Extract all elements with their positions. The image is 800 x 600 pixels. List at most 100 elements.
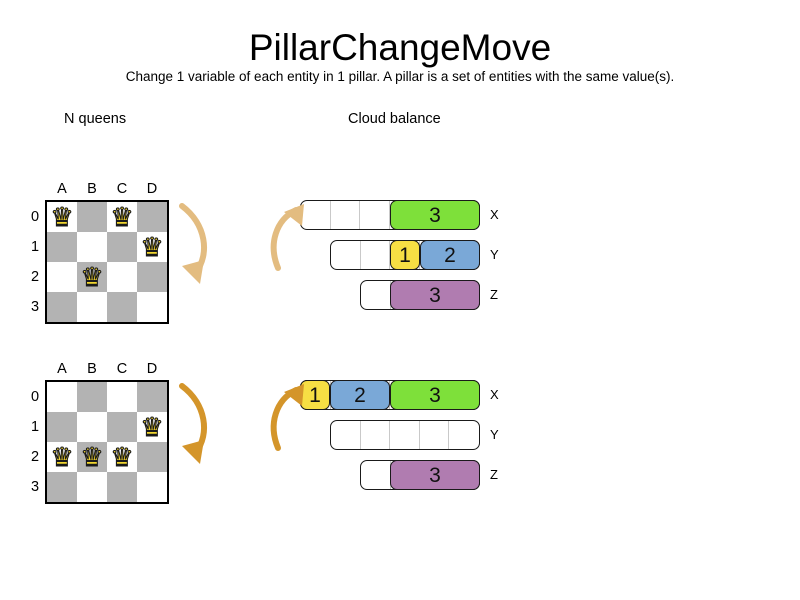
board-column-label: C (116, 361, 128, 377)
board-cell[interactable]: ♛ (77, 262, 107, 292)
queen-icon: ♛ (110, 202, 134, 232)
board-row-label: 3 (30, 479, 40, 495)
board-column-label: C (116, 181, 128, 197)
queen-icon: ♛ (80, 262, 104, 292)
cloud-bar-unit (331, 241, 361, 269)
board-cell[interactable] (137, 262, 167, 292)
board-column-label: B (87, 181, 97, 197)
board-cell[interactable]: ♛ (137, 412, 167, 442)
queen-icon: ♛ (50, 442, 74, 472)
cloud-computer-bar: 3 (300, 200, 480, 230)
cloud-process-segment[interactable]: 1 (390, 240, 420, 270)
board-row-label: 2 (30, 449, 40, 465)
board-cell[interactable] (137, 472, 167, 502)
board-cell[interactable] (77, 412, 107, 442)
board-column-label: A (57, 181, 67, 197)
cloud-bar-label: Z (490, 287, 498, 302)
queen-icon: ♛ (140, 232, 164, 262)
board-cell[interactable] (47, 292, 77, 322)
queens-move-arrow-bottom (179, 383, 208, 464)
cloud-computer-bar (330, 420, 480, 450)
cloud-process-segment[interactable]: 3 (390, 280, 480, 310)
cloud-process-segment[interactable]: 2 (420, 240, 480, 270)
board-cell[interactable]: ♛ (107, 442, 137, 472)
board-cell[interactable] (107, 262, 137, 292)
cloud-bar-unit (331, 421, 361, 449)
cloud-process-segment[interactable]: 3 (390, 380, 480, 410)
board-cell[interactable] (137, 292, 167, 322)
board-cell[interactable] (137, 442, 167, 472)
cloud-bar-label: Y (490, 247, 499, 262)
board-cell[interactable]: ♛ (107, 202, 137, 232)
section-header-n-queens: N queens (64, 111, 127, 127)
queen-icon: ♛ (80, 442, 104, 472)
cloud-computer-bar: 3 (360, 280, 480, 310)
cloud-bar-unit (449, 421, 479, 449)
cloud-bar-unit (361, 461, 391, 489)
board-cell[interactable] (77, 232, 107, 262)
cloud-process-segment[interactable]: 2 (330, 380, 390, 410)
cloud-bar-label: Z (490, 467, 498, 482)
board-cell[interactable] (107, 382, 137, 412)
cloud-bar-label: X (490, 207, 499, 222)
cloud-bar-unit (361, 241, 391, 269)
board-cell[interactable] (47, 262, 77, 292)
board-cell[interactable] (107, 232, 137, 262)
cloud-bar-unit (361, 281, 391, 309)
board-cell[interactable] (47, 382, 77, 412)
board-cell[interactable] (107, 292, 137, 322)
board-row-label: 1 (30, 419, 40, 435)
board-cell[interactable] (77, 292, 107, 322)
board-column-label: D (146, 361, 158, 377)
section-header-cloud-balance: Cloud balance (348, 111, 441, 127)
board-grid: ♛♛♛♛ (47, 382, 167, 502)
board-cell[interactable]: ♛ (77, 442, 107, 472)
cloud-bar-track (330, 420, 480, 450)
queen-icon: ♛ (50, 202, 74, 232)
board-row-label: 1 (30, 239, 40, 255)
board-cell[interactable]: ♛ (137, 232, 167, 262)
board-cell[interactable] (77, 382, 107, 412)
board-cell[interactable] (77, 202, 107, 232)
cloud-bar-label: Y (490, 427, 499, 442)
board-cell[interactable] (47, 472, 77, 502)
board-cell[interactable] (107, 412, 137, 442)
board-cell[interactable] (107, 472, 137, 502)
board-cell[interactable] (77, 472, 107, 502)
board-cell[interactable]: ♛ (47, 202, 77, 232)
cloud-bar-unit (420, 421, 450, 449)
board-row-label: 0 (30, 209, 40, 225)
cloud-move-arrow-bottom (270, 384, 304, 451)
cloud-bar-unit (360, 201, 391, 229)
board-cell[interactable] (137, 382, 167, 412)
page-subtitle: Change 1 variable of each entity in 1 pi… (125, 69, 675, 84)
board-cell[interactable] (47, 412, 77, 442)
queens-move-arrow-top (179, 203, 208, 284)
queen-icon: ♛ (110, 442, 134, 472)
cloud-bar-unit (361, 421, 391, 449)
page-title: PillarChangeMove (248, 27, 552, 68)
board-column-labels: A B C D (47, 361, 167, 377)
cloud-bar-unit (301, 201, 331, 229)
board-column-label: A (57, 361, 67, 377)
board-row-label: 2 (30, 269, 40, 285)
board-cell[interactable]: ♛ (47, 442, 77, 472)
board-cell[interactable] (137, 202, 167, 232)
board-row-label: 3 (30, 299, 40, 315)
board-cell[interactable] (47, 232, 77, 262)
board-row-labels: 0 1 2 3 (27, 202, 43, 322)
queen-icon: ♛ (140, 412, 164, 442)
cloud-computer-bar: 3 (360, 460, 480, 490)
cloud-process-segment[interactable]: 3 (390, 200, 480, 230)
cloud-process-segment[interactable]: 3 (390, 460, 480, 490)
cloud-bar-unit (331, 201, 361, 229)
cloud-move-arrow-top (270, 204, 304, 271)
board-column-label: B (87, 361, 97, 377)
